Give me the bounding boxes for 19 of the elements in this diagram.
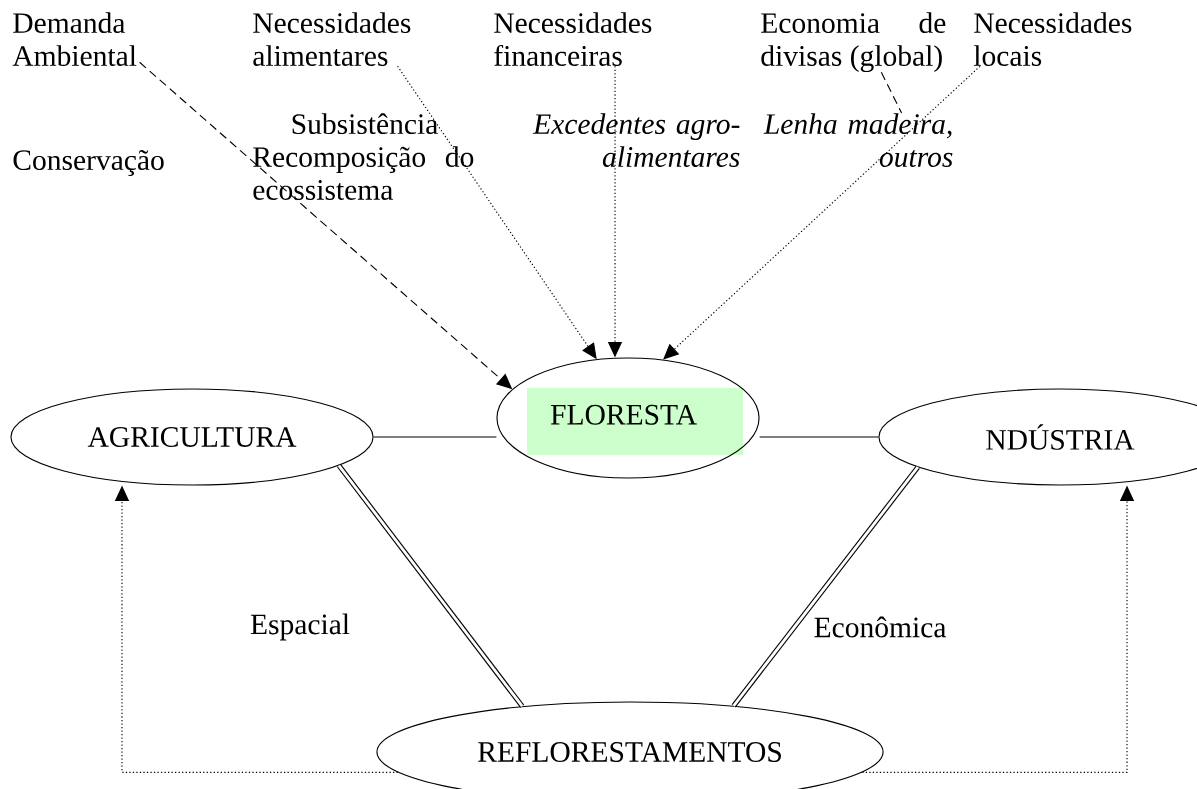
ellipse-node: AGRICULTURA [10,388,374,486]
text-label: Conservação [13,149,164,177]
connector-line [373,436,497,438]
text-label: Necessidades alimentares [253,12,411,66]
ellipse-node: FLORESTA [496,357,760,479]
text-label: Demanda Ambiental [12,12,137,66]
text-label: Necessidades locais [973,12,1132,66]
text-label: Excedentes agro-alimentares [532,113,740,167]
edge-label: Econômica [812,615,948,639]
connector-line [731,465,920,708]
edge-label: Espacial [248,612,352,642]
text-label: Necessidades financeiras [494,12,652,66]
text-label: Lenha madeira, outros [763,113,953,168]
text-label: Economia de divisas (global) [761,12,946,73]
connector-line [759,436,879,438]
text-label: Subsistência Recomposição do ecossistema [253,113,474,200]
connector-line [663,65,981,360]
connector-line [880,71,903,114]
connector-line [336,464,525,708]
